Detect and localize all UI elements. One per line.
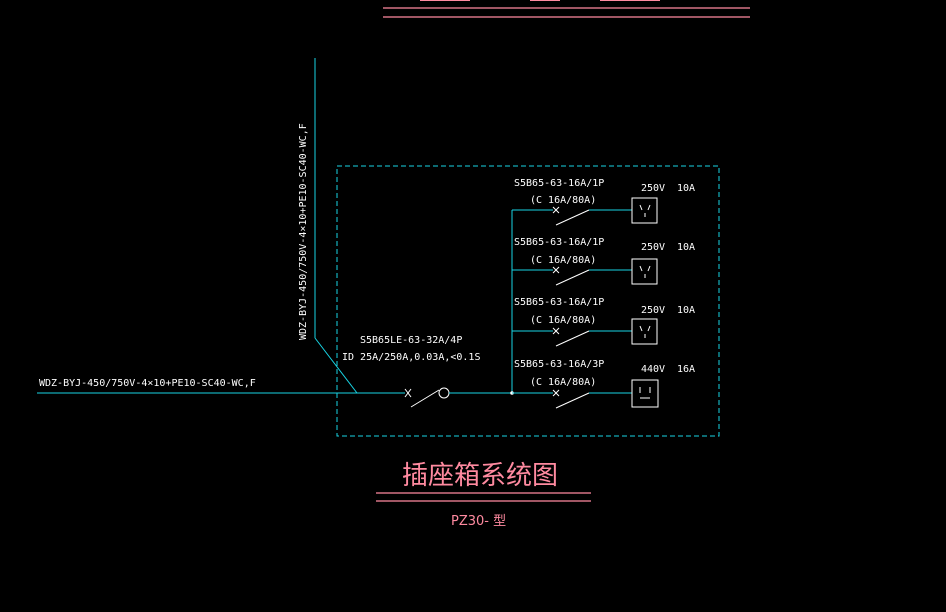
main-breaker-model: S5B65LE-63-32A/4P (360, 335, 462, 346)
diagram-subtitle: PZ30- 型 (451, 514, 506, 529)
riser-cable-label: WDZ-BYJ-450/750V-4×10+PE10-SC40-WC,F (298, 123, 309, 340)
branch-2-rating: (C 16A/80A) (530, 255, 596, 266)
main-breaker-symbol (404, 387, 512, 408)
branch-4-voltage: 440V (641, 364, 665, 375)
branch-circuit-3 (512, 318, 658, 347)
riser-cable (314, 58, 358, 394)
branch-2-breaker: S5B65-63-16A/1P (514, 237, 604, 248)
socket-outlet-3 (631, 318, 658, 345)
branch-3-breaker: S5B65-63-16A/1P (514, 297, 604, 308)
branch-4-current: 16A (677, 364, 695, 375)
branch-1-current: 10A (677, 183, 695, 194)
diagram-title: 插座箱系统图 (402, 461, 558, 491)
branch-3-voltage: 250V (641, 305, 665, 316)
branch-3-current: 10A (677, 305, 695, 316)
branch-4-rating: (C 16A/80A) (530, 377, 596, 388)
top-title-remnant (383, 0, 750, 18)
branch-2-voltage: 250V (641, 242, 665, 253)
feeder-cable-label: WDZ-BYJ-450/750V-4×10+PE10-SC40-WC,F (39, 378, 256, 389)
socket-outlet-2 (631, 258, 658, 285)
branch-1-rating: (C 16A/80A) (530, 195, 596, 206)
branch-circuit-1 (512, 197, 658, 226)
main-breaker-rating: ID 25A/250A,0.03A,<0.1S (342, 352, 480, 363)
socket-outlet-1 (631, 197, 658, 224)
branch-circuit-2 (512, 258, 658, 286)
branch-4-breaker: S5B65-63-16A/3P (514, 359, 604, 370)
branch-circuit-4 (512, 379, 659, 409)
branch-3-rating: (C 16A/80A) (530, 315, 596, 326)
branch-2-current: 10A (677, 242, 695, 253)
branch-1-breaker: S5B65-63-16A/1P (514, 178, 604, 189)
distribution-box-outline (336, 165, 720, 437)
socket-outlet-4 (631, 379, 659, 408)
branch-1-voltage: 250V (641, 183, 665, 194)
